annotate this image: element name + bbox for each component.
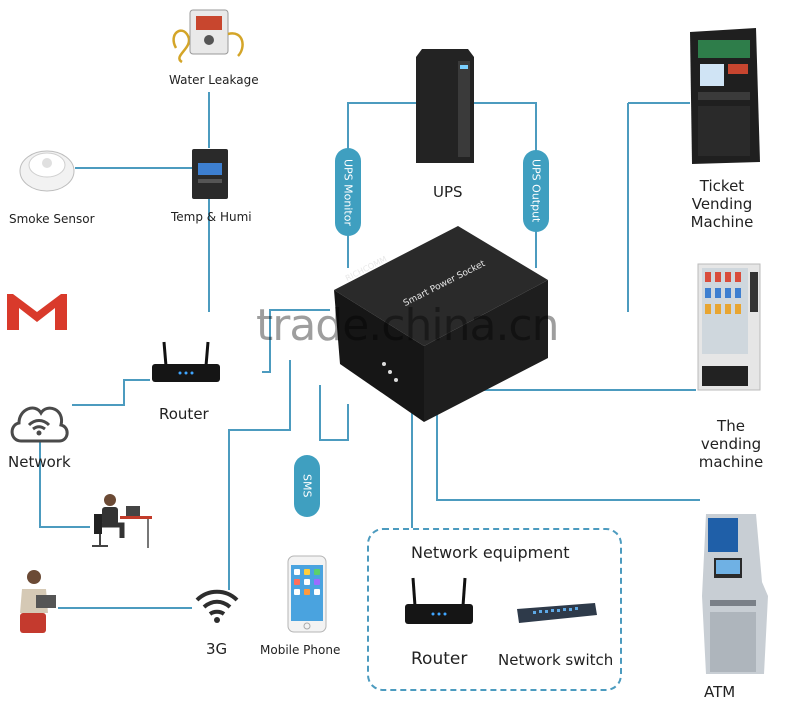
line-network-user bbox=[39, 440, 90, 528]
network-switch-label: Network switch bbox=[498, 651, 614, 669]
3g-label: 3G bbox=[206, 640, 228, 658]
router-label: Router bbox=[159, 405, 209, 423]
network-label: Network bbox=[8, 453, 71, 471]
mail-icon bbox=[3, 290, 71, 336]
router-icon bbox=[150, 340, 222, 390]
person-laptop-icon bbox=[14, 567, 58, 641]
person-desk-icon bbox=[88, 490, 154, 554]
line-ticket bbox=[627, 102, 690, 312]
network-equipment-label: Network equipment bbox=[411, 543, 570, 562]
router-icon-bottom bbox=[403, 576, 475, 632]
smoke-sensor-label: Smoke Sensor bbox=[9, 212, 95, 226]
network-equipment-group bbox=[367, 528, 622, 691]
ups-monitor-tag: UPS Monitor bbox=[335, 148, 361, 236]
router-bottom-label: Router bbox=[411, 649, 468, 669]
watermark: trade.china.cn bbox=[256, 300, 560, 351]
ups-label: UPS bbox=[433, 183, 463, 201]
ticket-vending-machine-icon bbox=[686, 26, 762, 170]
water-leakage-sensor-icon bbox=[168, 4, 250, 70]
water-leakage-label: Water Leakage bbox=[169, 73, 259, 87]
temp-humi-sensor-icon bbox=[190, 147, 230, 205]
line-3g-up bbox=[228, 360, 291, 590]
line-router-network bbox=[72, 379, 150, 406]
line-sms bbox=[319, 385, 349, 441]
smart-power-socket-device bbox=[326, 218, 552, 434]
ups-output-tag: UPS Output bbox=[523, 150, 549, 232]
ups-icon bbox=[414, 47, 476, 169]
temp-humi-label: Temp & Humi bbox=[171, 210, 252, 224]
vending-machine-icon bbox=[696, 262, 762, 396]
atm-icon bbox=[692, 512, 770, 680]
mobile-phone-label: Mobile Phone bbox=[260, 643, 341, 657]
ticket-vending-label: Ticket Vending Machine bbox=[690, 177, 754, 231]
sms-tag: SMS bbox=[294, 455, 320, 517]
mobile-phone-icon bbox=[287, 555, 327, 637]
atm-label: ATM bbox=[704, 683, 736, 701]
vending-machine-label: The vending machine bbox=[698, 417, 764, 471]
line-atm bbox=[436, 380, 700, 501]
smoke-sensor-icon bbox=[18, 141, 76, 199]
cloud-wifi-icon bbox=[7, 395, 71, 451]
network-switch-icon bbox=[513, 601, 599, 629]
wifi-3g-icon bbox=[194, 586, 240, 630]
line-router-device bbox=[262, 309, 330, 373]
